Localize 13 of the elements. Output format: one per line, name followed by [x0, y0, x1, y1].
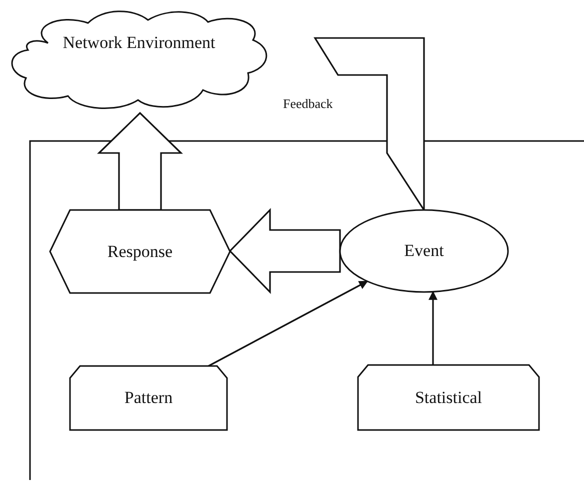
node-label: Event [404, 241, 444, 261]
hexagon-box [50, 210, 230, 293]
ellipse-node [340, 210, 508, 292]
block-arrow [97, 112, 183, 211]
node-label: Response [107, 242, 173, 262]
node-label: Pattern [124, 388, 173, 408]
process-box [358, 365, 539, 430]
arrow [428, 290, 438, 365]
node-label: Statistical [414, 388, 482, 408]
node-label: Network Environment [62, 32, 216, 52]
process-box [70, 366, 227, 430]
arrow [208, 280, 368, 367]
block-arrow [228, 208, 341, 294]
